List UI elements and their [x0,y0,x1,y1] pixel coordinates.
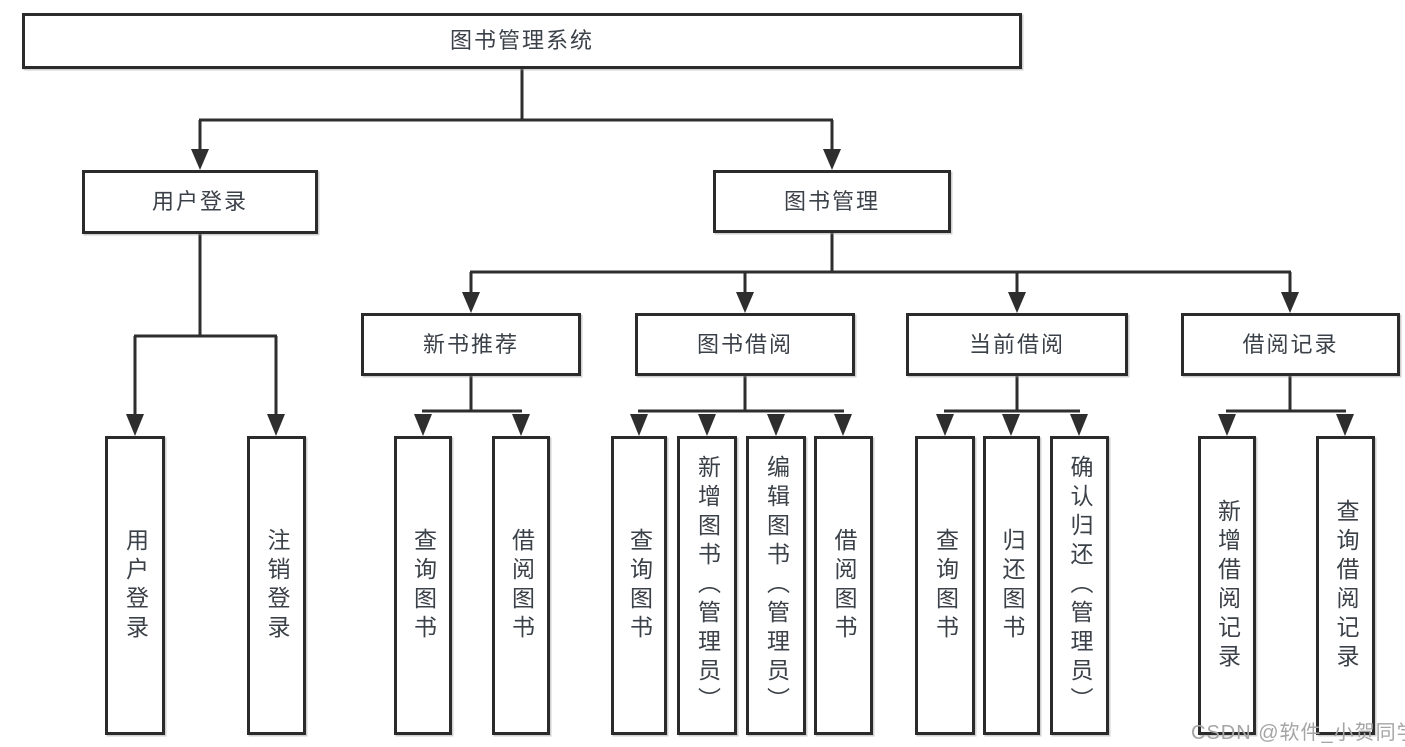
leaf-add-books-admin: 新增图书（管理员） [677,436,737,735]
leaf-return-books: 归还图书 [983,436,1040,735]
leaf-query-books-recommend-label: 查询图书 [410,527,437,644]
node-book-borrow: 图书借阅 [635,313,855,376]
leaf-borrow-books-recommend: 借阅图书 [492,436,550,735]
leaf-query-books-recommend: 查询图书 [394,436,452,735]
leaf-borrow-books-recommend-label: 借阅图书 [508,527,535,644]
leaf-query-borrow-record: 查询借阅记录 [1316,436,1375,735]
node-user-login-label: 用户登录 [151,189,248,214]
leaf-borrow-books-label: 借阅图书 [831,527,857,644]
node-current-borrow: 当前借阅 [906,313,1128,376]
node-new-book-recommend: 新书推荐 [361,313,581,376]
node-borrow-records-label: 借阅记录 [1242,331,1339,357]
node-current-borrow-label: 当前借阅 [968,331,1065,357]
node-borrow-records: 借阅记录 [1181,313,1400,376]
leaf-add-borrow-record: 新增借阅记录 [1198,436,1256,735]
leaf-confirm-return-admin: 确认归还（管理员） [1050,436,1109,735]
leaf-add-books-admin-label: 新增图书（管理员） [694,455,721,716]
leaf-query-books-borrow-label: 查询图书 [626,527,653,644]
node-root-label: 图书管理系统 [449,28,594,53]
csdn-watermark: CSDN @软件_小贺同学 [1191,722,1405,744]
leaf-edit-books-admin: 编辑图书（管理员） [746,436,806,735]
leaf-borrow-books: 借阅图书 [814,436,873,735]
leaf-confirm-return-admin-label: 确认归还（管理员） [1067,455,1093,716]
node-new-book-recommend-label: 新书推荐 [422,331,519,357]
leaf-query-books-current: 查询图书 [915,436,975,735]
leaf-logout: 注销登录 [247,436,306,735]
leaf-query-borrow-record-label: 查询借阅记录 [1333,498,1359,673]
node-root-system: 图书管理系统 [22,13,1022,69]
leaf-user-login-label: 用户登录 [122,527,149,644]
node-book-management: 图书管理 [713,170,951,233]
node-book-management-label: 图书管理 [783,188,880,214]
leaf-add-borrow-record-label: 新增借阅记录 [1214,498,1241,673]
node-user-login: 用户登录 [82,170,318,234]
leaf-return-books-label: 归还图书 [999,527,1025,644]
leaf-logout-label: 注销登录 [264,527,290,644]
leaf-query-books-borrow: 查询图书 [611,436,667,735]
leaf-user-login: 用户登录 [105,436,165,735]
leaf-query-books-current-label: 查询图书 [932,527,959,644]
node-book-borrow-label: 图书借阅 [696,331,793,357]
leaf-edit-books-admin-label: 编辑图书（管理员） [763,455,790,716]
